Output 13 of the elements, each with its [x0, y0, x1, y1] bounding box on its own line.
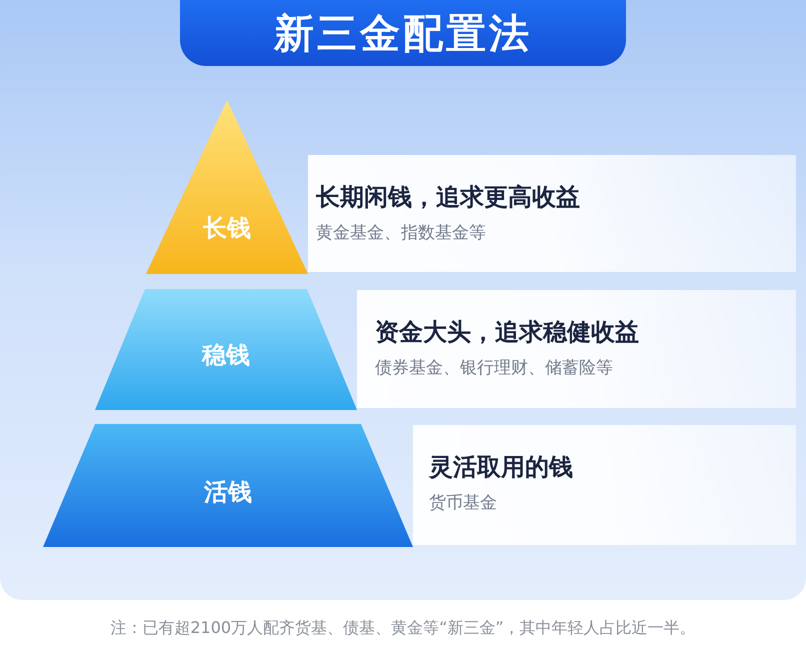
info-panel: [413, 425, 796, 545]
title: 新三金配置法: [274, 10, 532, 58]
panel-body: 黄金基金、指数基金等: [316, 222, 486, 245]
info-panel: [357, 290, 796, 408]
panel-heading: 资金大头，追求稳健收益: [375, 317, 639, 348]
panel-body: 货币基金: [429, 492, 497, 515]
panel-heading: 灵活取用的钱: [429, 452, 573, 483]
panel-heading: 长期闲钱，追求更高收益: [316, 182, 580, 213]
panel-body: 债券基金、银行理财、储蓄险等: [375, 357, 613, 380]
footnote: 注：已有超2100万人配齐货基、债基、黄金等“新三金”，其中年轻人占比近一半。: [110, 618, 696, 637]
layer-label: 活钱: [202, 477, 253, 508]
layer-label: 稳钱: [200, 340, 251, 371]
layer-label: 长钱: [202, 213, 252, 244]
